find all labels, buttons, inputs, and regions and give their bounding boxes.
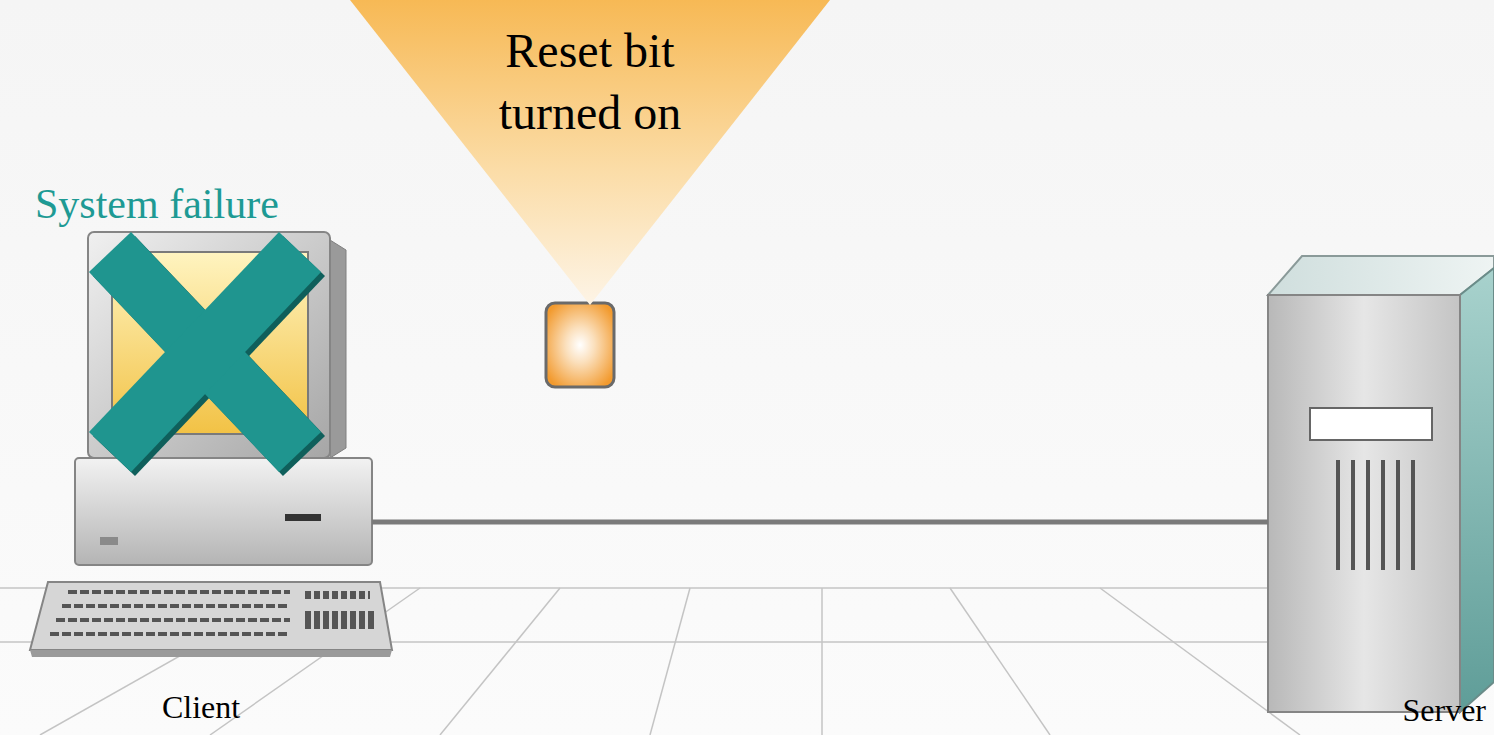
keyboard-edge [30, 650, 392, 657]
client-node: Client [30, 230, 372, 732]
key-row [62, 604, 290, 608]
computer-case [75, 458, 372, 565]
grill-line [1336, 460, 1340, 570]
key-pad [305, 611, 374, 629]
drive-slot [285, 514, 321, 521]
spotlight-triangle [350, 0, 830, 305]
cross-stroke [110, 252, 300, 452]
client-computer [30, 232, 392, 657]
key-row [56, 618, 290, 622]
server-top [1268, 256, 1494, 295]
grill-line [1411, 460, 1415, 570]
keyboard [30, 582, 392, 650]
grill-line [1381, 460, 1385, 570]
failure-cross [110, 252, 304, 456]
node-text: Server [1402, 691, 1486, 729]
key-pad [305, 591, 370, 599]
callout-spotlight: Reset bit turned on [350, 0, 830, 305]
grill-line [1396, 460, 1400, 570]
server-front [1268, 295, 1460, 712]
server-slot [1310, 408, 1432, 440]
grid-line [821, 588, 823, 735]
grid-line [440, 588, 560, 735]
case-button [100, 537, 118, 545]
server-tower [1268, 256, 1494, 712]
key-row [68, 590, 290, 594]
keyboard-keys [50, 592, 374, 634]
server-grill [1338, 460, 1413, 570]
monitor-bezel [88, 232, 330, 458]
node-text: Reset bit turned on [440, 20, 740, 145]
key-row [50, 632, 290, 636]
status-label: System failure [35, 180, 279, 228]
grill-line [1351, 460, 1355, 570]
cross-stroke [110, 252, 300, 452]
server-side [1460, 268, 1494, 712]
packet [546, 303, 614, 387]
monitor-side [330, 240, 346, 458]
grid-line [650, 588, 690, 735]
grill-line [1366, 460, 1370, 570]
network-link [372, 520, 1268, 525]
server-node: Server [1268, 255, 1494, 733]
reset-packet [546, 303, 614, 387]
grid-line [950, 588, 1050, 735]
node-text: Client [162, 688, 240, 726]
